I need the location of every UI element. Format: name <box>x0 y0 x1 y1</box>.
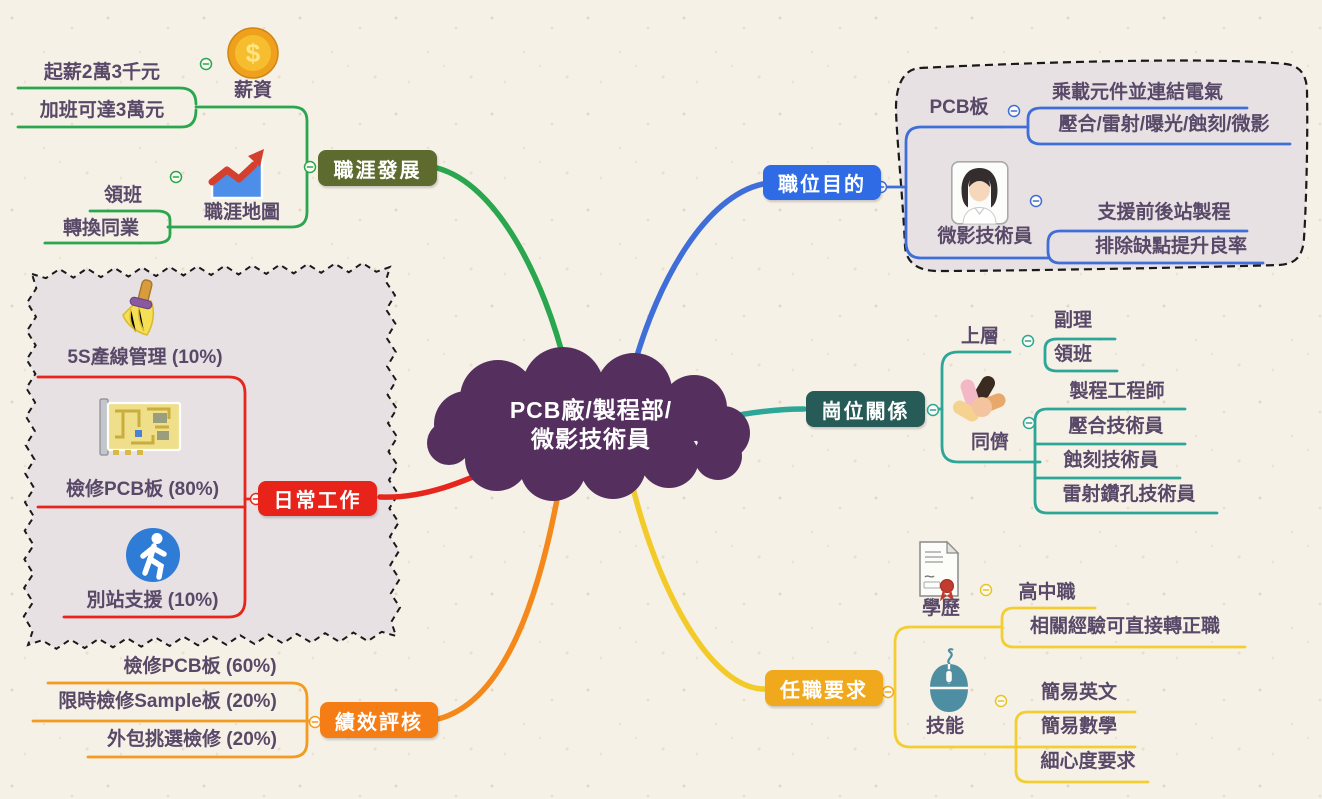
collapse-buttons <box>169 57 1043 729</box>
topic-upper[interactable]: 上層 <box>960 326 999 347</box>
collapse-button-relations[interactable] <box>926 403 940 417</box>
hands-together-icon <box>952 376 1006 422</box>
collapse-button-pcb[interactable] <box>1007 104 1021 118</box>
collapse-button-peers[interactable] <box>1022 416 1036 430</box>
collapse-button-requirements[interactable] <box>881 685 895 699</box>
topic-peers-item-3[interactable]: 雷射鑽孔技術員 <box>1062 484 1196 505</box>
daily-work-group-region <box>22 261 402 650</box>
growth-chart-icon <box>208 149 264 200</box>
pcb-card-icon <box>99 398 182 456</box>
collapse-button-career[interactable] <box>303 160 317 174</box>
root-topic[interactable]: PCB廠/製程部/ 微影技術員 <box>471 396 711 454</box>
topic-peers[interactable]: 同儕 <box>970 432 1009 453</box>
purpose-branch-lines <box>631 106 1292 369</box>
topic-peers-item-2[interactable]: 蝕刻技術員 <box>1063 450 1159 471</box>
topic-peers-item-1[interactable]: 壓合技術員 <box>1068 416 1164 437</box>
topic-salary-item-1[interactable]: 加班可達3萬元 <box>39 100 165 121</box>
topic-pcb-item-0[interactable]: 乘載元件並連結電氣 <box>1051 82 1223 103</box>
topic-salary[interactable]: 薪資 <box>233 80 272 101</box>
collapse-button-education[interactable] <box>979 583 993 597</box>
broom-icon <box>122 279 155 336</box>
topic-skill-item-2[interactable]: 細心度要求 <box>1040 751 1136 772</box>
topic-skills[interactable]: 技能 <box>925 716 964 737</box>
certificate-icon <box>919 540 960 602</box>
branch-node-performance[interactable]: 績效評核 <box>320 702 438 738</box>
branch-node-relations[interactable]: 崗位關係 <box>806 391 925 427</box>
branch-node-daily[interactable]: 日常工作 <box>258 481 377 516</box>
topic-peers-item-0[interactable]: 製程工程師 <box>1069 381 1165 402</box>
topic-map-item-0[interactable]: 領班 <box>103 185 142 206</box>
coin-icon: $ <box>227 27 279 79</box>
collapse-button-tech[interactable] <box>1029 194 1043 208</box>
topic-daily-item-1[interactable]: 檢修PCB板 (80%) <box>65 479 220 500</box>
branch-lines <box>16 86 1292 784</box>
topic-edu-item-0[interactable]: 高中職 <box>1018 582 1076 603</box>
topic-salary-item-0[interactable]: 起薪2萬3千元 <box>43 62 161 83</box>
topic-skill-item-1[interactable]: 簡易數學 <box>1040 716 1117 737</box>
topic-upper-item-1[interactable]: 領班 <box>1053 344 1092 365</box>
collapse-button-performance[interactable] <box>308 715 322 729</box>
collapse-button-career-map[interactable] <box>169 170 183 184</box>
topic-education[interactable]: 學歷 <box>921 598 960 619</box>
topic-perf-item-0[interactable]: 檢修PCB板 (60%) <box>123 656 277 677</box>
woman-avatar-icon <box>951 161 1009 225</box>
topic-perf-item-2[interactable]: 外包挑選檢修 (20%) <box>107 729 277 750</box>
requirements-branch-lines <box>629 481 1247 784</box>
topic-upper-item-0[interactable]: 副理 <box>1053 310 1092 331</box>
topic-edu-item-1[interactable]: 相關經驗可直接轉正職 <box>1029 616 1220 637</box>
root-title-line1: PCB廠/製程部/ <box>509 397 673 423</box>
coin-dollar-glyph: $ <box>246 38 261 68</box>
walking-person-icon <box>126 528 180 582</box>
collapse-button-salary[interactable] <box>199 57 213 71</box>
topic-daily-item-2[interactable]: 別站支援 (10%) <box>86 590 219 611</box>
topic-map-item-1[interactable]: 轉換同業 <box>62 218 139 239</box>
branch-node-purpose[interactable]: 職位目的 <box>763 165 881 200</box>
topic-tech-item-0[interactable]: 支援前後站製程 <box>1097 202 1231 223</box>
topic-tech-item-1[interactable]: 排除缺點提升良率 <box>1094 236 1247 257</box>
root-title-line2: 微影技術員 <box>531 426 651 452</box>
collapse-button-upper[interactable] <box>1021 334 1035 348</box>
computer-mouse-icon <box>930 648 968 712</box>
topic-daily-item-0[interactable]: 5S產線管理 (10%) <box>67 347 223 368</box>
root-cloud[interactable] <box>427 347 750 501</box>
topic-career-map[interactable]: 職涯地圖 <box>203 202 280 223</box>
collapse-button-skills[interactable] <box>994 694 1008 708</box>
topic-pcb-board[interactable]: PCB板 <box>929 97 989 118</box>
topic-litho-tech[interactable]: 微影技術員 <box>937 226 1033 247</box>
branch-node-career[interactable]: 職涯發展 <box>318 150 437 186</box>
branch-node-requirements[interactable]: 任職要求 <box>765 670 883 706</box>
topic-skill-item-0[interactable]: 簡易英文 <box>1040 682 1117 703</box>
topic-pcb-item-1[interactable]: 壓合/雷射/曝光/蝕刻/微影 <box>1058 114 1270 135</box>
topic-perf-item-1[interactable]: 限時檢修Sample板 (20%) <box>58 691 277 712</box>
